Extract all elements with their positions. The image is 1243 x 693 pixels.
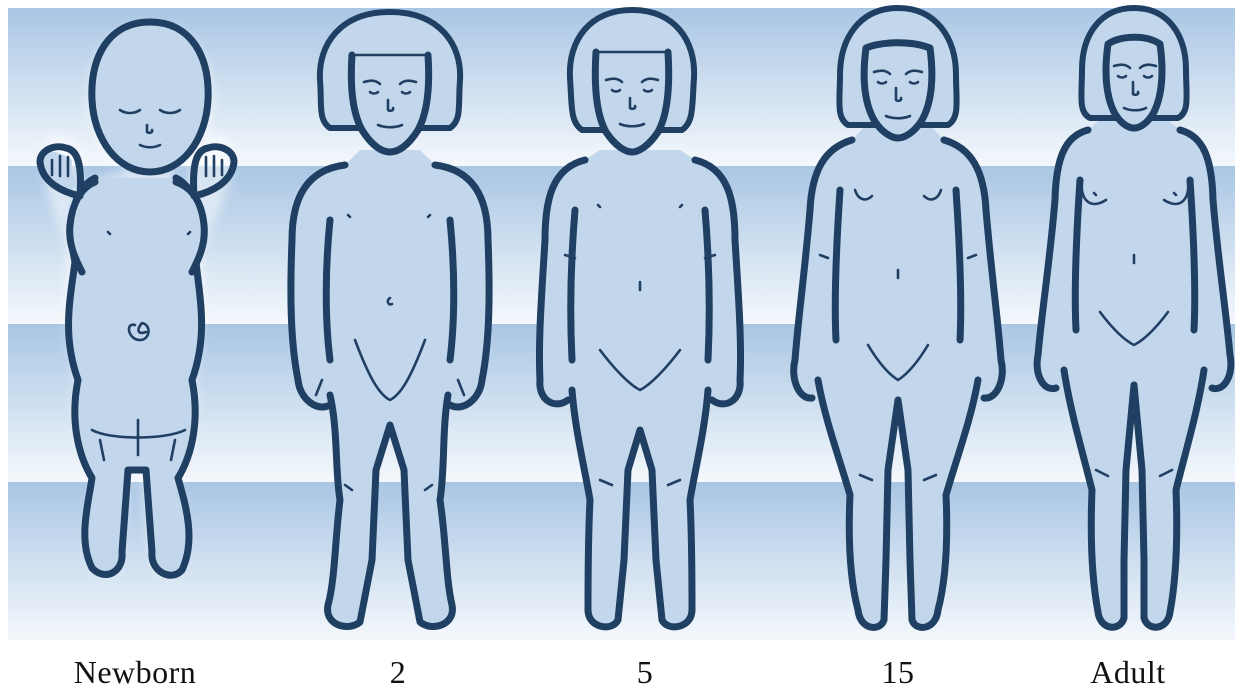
figure-adult <box>1037 8 1231 627</box>
label-age-5: 5 <box>545 654 745 691</box>
label-newborn: Newborn <box>35 654 235 691</box>
label-age-15: 15 <box>798 654 998 691</box>
figure-age-2 <box>291 12 489 627</box>
figure-newborn <box>39 22 234 575</box>
figure-age-5 <box>539 10 740 627</box>
figure-age-15 <box>794 8 1003 627</box>
stage-labels: Newborn 2 5 15 Adult <box>0 640 1243 693</box>
label-adult: Adult <box>1028 654 1228 691</box>
label-age-2: 2 <box>298 654 498 691</box>
